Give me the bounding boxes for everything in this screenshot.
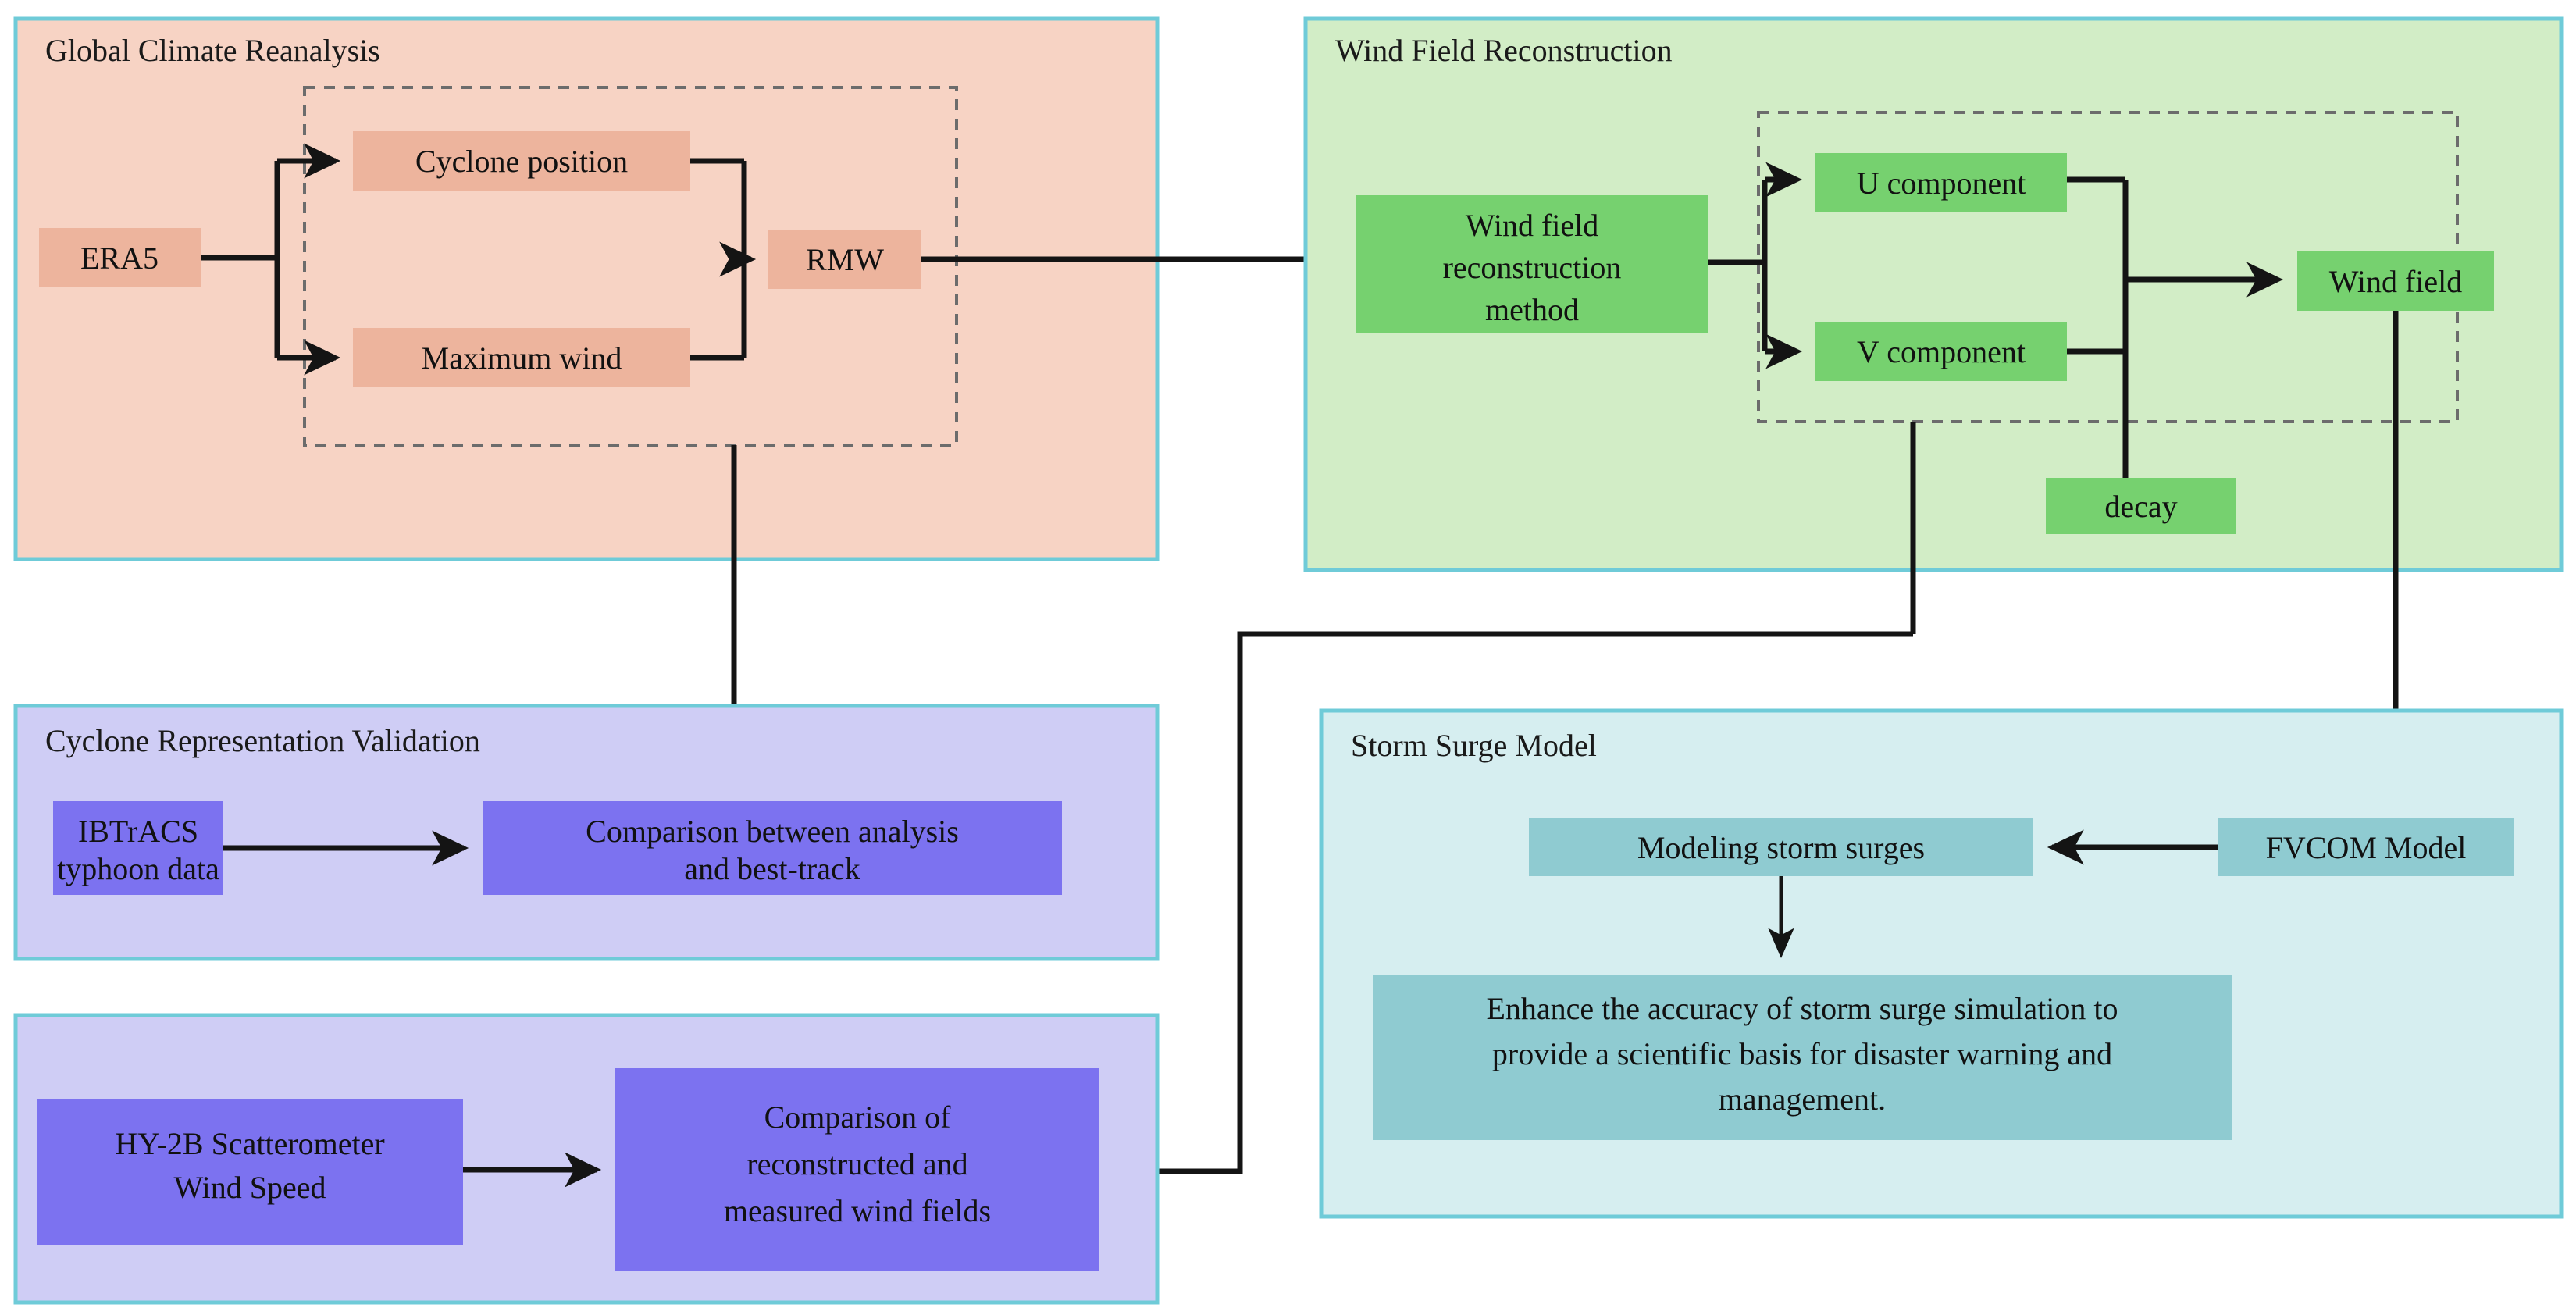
node-comparison-wind-fields-line1: Comparison of bbox=[764, 1099, 952, 1135]
panel-background-storm-surge-model bbox=[1319, 708, 2564, 1219]
node-cyclone-position-label: Cyclone position bbox=[415, 144, 628, 179]
node-ibtracs-line2: typhoon data bbox=[57, 851, 219, 886]
node-maximum-wind[interactable]: Maximum wind bbox=[353, 328, 690, 387]
node-hy2b-line2: Wind Speed bbox=[173, 1170, 326, 1205]
node-fvcom-model-rect bbox=[2218, 818, 2514, 876]
node-comparison-wind-fields-rect bbox=[615, 1068, 1099, 1271]
node-decay[interactable]: decay bbox=[2046, 478, 2236, 534]
panel-title-storm-surge-model: Storm Surge Model bbox=[1351, 728, 1597, 763]
panel-title-cyclone-representation-validation: Cyclone Representation Validation bbox=[45, 723, 480, 758]
node-v-component-rect bbox=[1815, 322, 2067, 381]
node-maximum-wind-rect bbox=[353, 328, 690, 387]
node-era5-rect bbox=[39, 228, 201, 287]
edge-uv-group-to-comparison-wind-fields bbox=[1102, 631, 1913, 1189]
node-enhance-line3: management. bbox=[1719, 1082, 1886, 1117]
node-wind-field-reconstruction-method[interactable]: Wind field reconstruction method bbox=[1356, 195, 1708, 333]
panel-wind-field-reconstruction: Wind Field Reconstruction Wind field rec… bbox=[1303, 16, 2564, 634]
node-ibtracs-line1: IBTrACS bbox=[78, 814, 198, 849]
node-comparison-best-track[interactable]: Comparison between analysis and best-tra… bbox=[483, 801, 1062, 895]
node-era5[interactable]: ERA5 bbox=[39, 228, 201, 287]
node-v-component-label: V component bbox=[1857, 334, 2026, 369]
node-cyclone-position[interactable]: Cyclone position bbox=[353, 131, 690, 191]
node-fvcom-model-label: FVCOM Model bbox=[2266, 830, 2467, 865]
panel-global-climate-reanalysis: Global Climate Reanalysis ERA5 Cyclone p… bbox=[13, 16, 1344, 561]
node-comparison-best-track-line1: Comparison between analysis bbox=[586, 814, 959, 849]
node-decay-label: decay bbox=[2104, 489, 2177, 524]
node-ibtracs-typhoon-data-rect bbox=[53, 801, 223, 895]
panel-background-global-climate-reanalysis bbox=[13, 16, 1160, 561]
node-decay-rect bbox=[2046, 478, 2236, 534]
node-hy2b-rect bbox=[37, 1099, 463, 1245]
node-rmw[interactable]: RMW bbox=[768, 230, 921, 289]
node-u-component[interactable]: U component bbox=[1815, 153, 2067, 212]
node-wind-field-reconstruction-method-line3: method bbox=[1485, 292, 1579, 327]
node-ibtracs-typhoon-data[interactable]: IBTrACS typhoon data bbox=[53, 801, 223, 895]
panel-title-wind-field-reconstruction: Wind Field Reconstruction bbox=[1335, 33, 1673, 68]
node-modeling-storm-surges-label: Modeling storm surges bbox=[1637, 830, 1925, 865]
node-era5-label: ERA5 bbox=[80, 241, 159, 276]
node-v-component[interactable]: V component bbox=[1815, 322, 2067, 381]
node-hy2b-scatterometer-wind-speed[interactable]: HY-2B Scatterometer Wind Speed bbox=[37, 1099, 463, 1245]
node-u-component-label: U component bbox=[1857, 166, 2026, 201]
node-enhance-accuracy[interactable]: Enhance the accuracy of storm surge simu… bbox=[1373, 975, 2232, 1140]
node-cyclone-position-rect bbox=[353, 131, 690, 191]
node-modeling-storm-surges[interactable]: Modeling storm surges bbox=[1529, 818, 2033, 876]
node-rmw-label: RMW bbox=[806, 242, 884, 277]
node-fvcom-model[interactable]: FVCOM Model bbox=[2218, 818, 2514, 876]
node-wind-field-rect bbox=[2297, 251, 2494, 311]
node-rmw-rect bbox=[768, 230, 921, 289]
node-wind-field-reconstruction-method-line1: Wind field bbox=[1466, 208, 1599, 243]
panel-title-global-climate-reanalysis: Global Climate Reanalysis bbox=[45, 33, 380, 68]
node-maximum-wind-label: Maximum wind bbox=[422, 340, 622, 376]
node-wind-field[interactable]: Wind field bbox=[2297, 251, 2494, 311]
node-comparison-best-track-rect bbox=[483, 801, 1062, 895]
node-enhance-accuracy-rect bbox=[1373, 975, 2232, 1140]
node-wind-field-reconstruction-method-rect bbox=[1356, 195, 1708, 333]
node-wind-field-reconstruction-method-line2: reconstruction bbox=[1443, 250, 1622, 285]
node-comparison-best-track-line2: and best-track bbox=[684, 851, 860, 886]
node-u-component-rect bbox=[1815, 153, 2067, 212]
node-hy2b-line1: HY-2B Scatterometer bbox=[115, 1126, 384, 1161]
node-wind-field-label: Wind field bbox=[2329, 264, 2463, 299]
node-comparison-wind-fields[interactable]: Comparison of reconstructed and measured… bbox=[615, 1068, 1099, 1271]
panel-scatterometer-validation: HY-2B Scatterometer Wind Speed Compariso… bbox=[13, 1013, 1160, 1305]
dashed-group-cyclone-parameters bbox=[303, 86, 958, 447]
node-modeling-storm-surges-rect bbox=[1529, 818, 2033, 876]
node-comparison-wind-fields-line3: measured wind fields bbox=[724, 1193, 991, 1228]
node-enhance-line1: Enhance the accuracy of storm surge simu… bbox=[1486, 991, 2118, 1026]
dashed-group-uv-components bbox=[1757, 111, 2459, 423]
panel-storm-surge-model: Storm Surge Model FVCOM Model Modeling s… bbox=[1319, 708, 2564, 1219]
panel-cyclone-representation-validation: Cyclone Representation Validation IBTrAC… bbox=[13, 704, 1160, 961]
node-enhance-line2: provide a scientific basis for disaster … bbox=[1492, 1036, 2112, 1071]
node-comparison-wind-fields-line2: reconstructed and bbox=[746, 1146, 967, 1181]
